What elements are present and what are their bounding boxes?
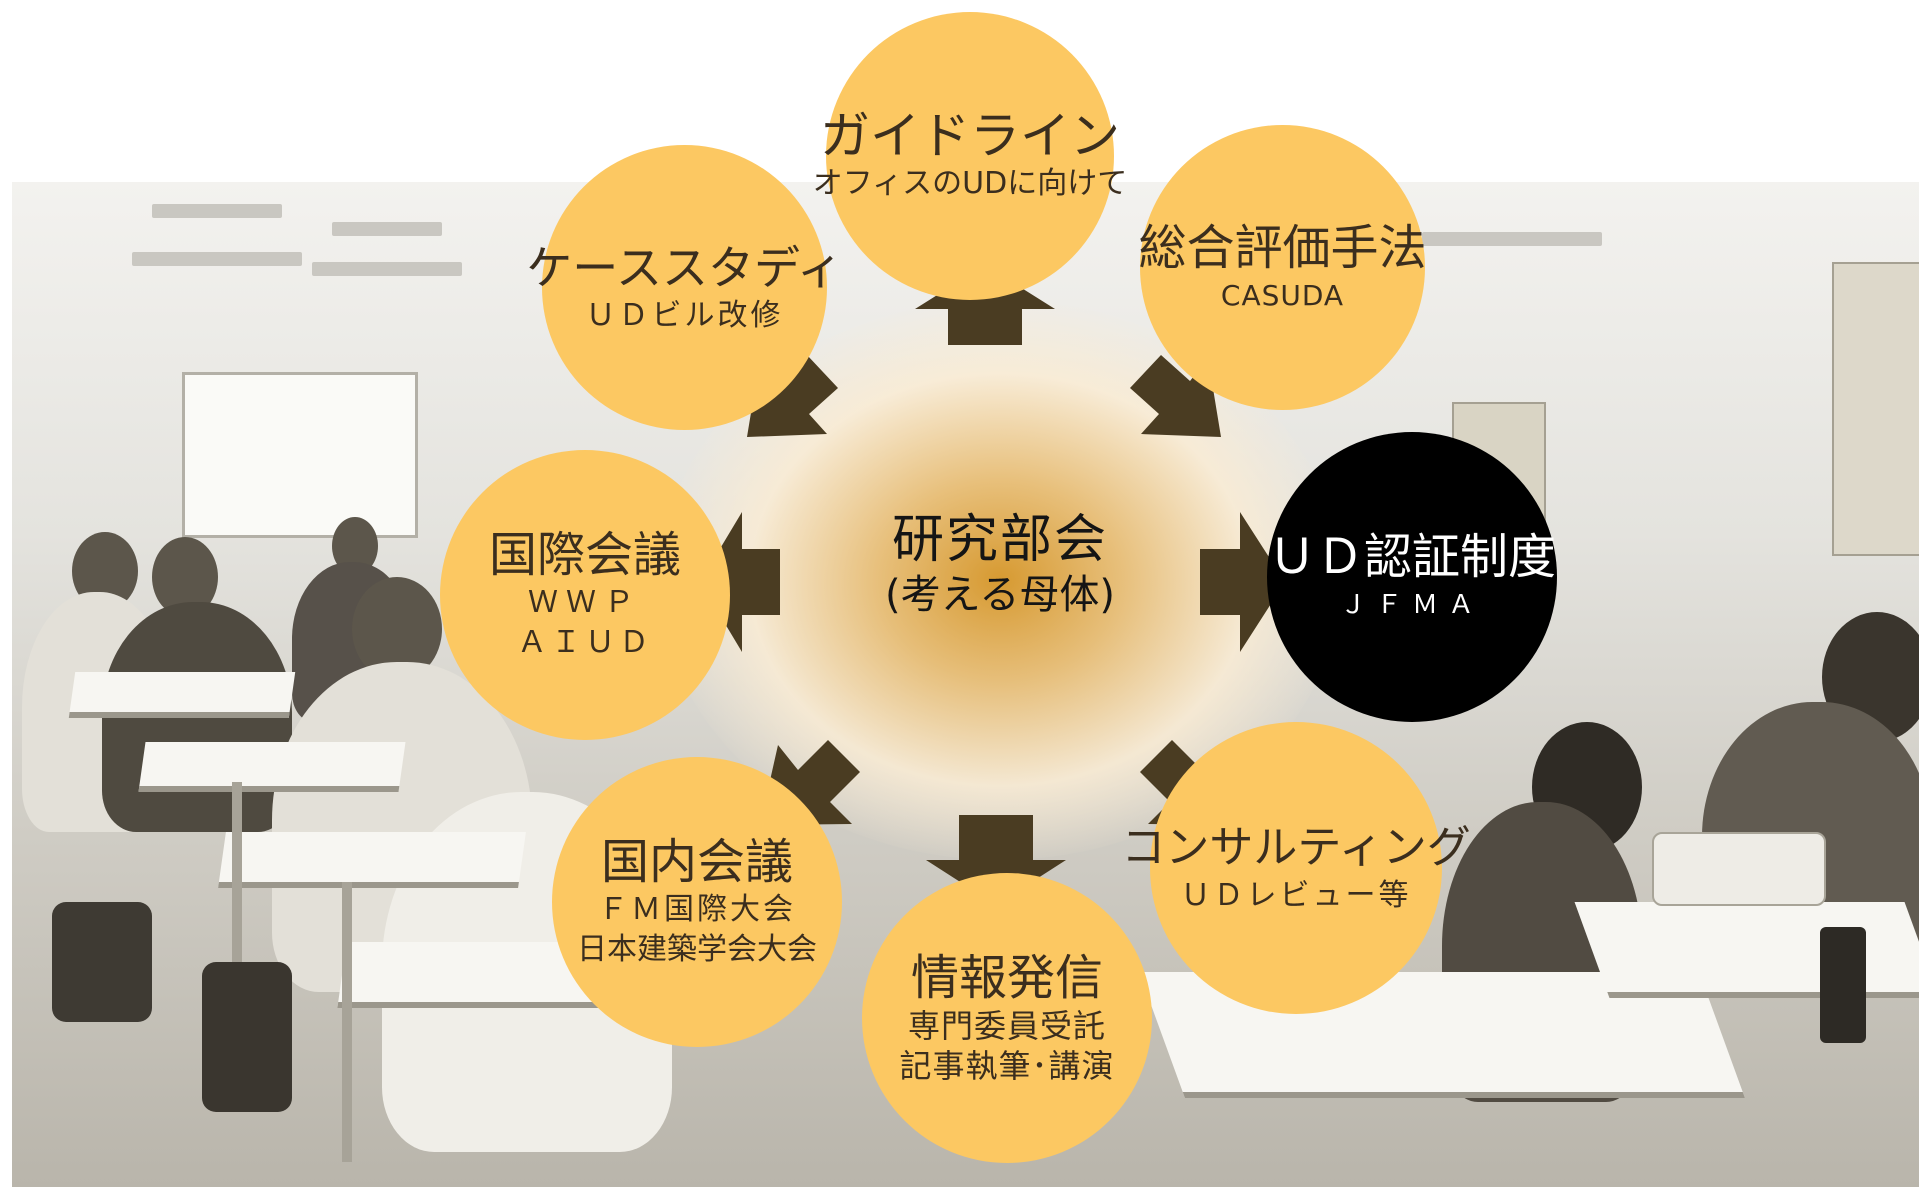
node-info-line-2: 記事執筆･講演	[899, 1047, 1115, 1085]
node-certification-title: ＵＤ認証制度	[1267, 529, 1556, 585]
node-consulting-line-1: ＵＤレビュー等	[1180, 878, 1412, 913]
node-casestudy-line-1: ＵＤビル改修	[585, 297, 784, 333]
center-label: 研究部会 (考える母体)	[800, 510, 1200, 620]
node-info: 情報発信 専門委員受託 記事執筆･講演	[862, 873, 1152, 1163]
node-info-title: 情報発信	[910, 950, 1103, 1006]
node-consulting: コンサルティング ＵＤレビュー等	[1121, 722, 1471, 1014]
node-guideline-title: ガイドライン	[820, 107, 1120, 165]
node-casestudy-title: ケーススタディ	[526, 240, 843, 295]
node-info-line-1: 専門委員受託	[907, 1007, 1106, 1045]
node-domestic-title: 国内会議	[600, 834, 793, 890]
node-international-title: 国際会議	[488, 527, 681, 583]
node-international-line-1: ＷＷＰ	[528, 585, 642, 620]
node-evaluation-line-1: CASUDA	[1220, 278, 1345, 312]
arrow-right-icon	[1200, 512, 1285, 652]
arrow-left-icon	[700, 512, 780, 652]
node-domestic-line-2: 日本建築学会大会	[577, 932, 817, 967]
node-certification: ＵＤ認証制度 ＪＦＭＡ	[1267, 432, 1557, 722]
node-evaluation-title: 総合評価手法	[1138, 219, 1427, 276]
node-evaluation: 総合評価手法 CASUDA	[1138, 125, 1427, 410]
node-consulting-title: コンサルティング	[1121, 822, 1471, 873]
arrow-up-icon	[915, 265, 1055, 345]
node-guideline: ガイドライン オフィスのUDに向けて	[813, 12, 1127, 300]
center-subtitle: (考える母体)	[884, 572, 1115, 618]
center-title: 研究部会	[891, 510, 1108, 570]
node-domestic-line-1: ＦＭ国際大会	[598, 892, 796, 927]
node-international: 国際会議 ＷＷＰ ＡＩＵＤ	[440, 450, 730, 740]
node-certification-line-1: ＪＦＭＡ	[1339, 590, 1484, 620]
node-casestudy: ケーススタディ ＵＤビル改修	[526, 145, 843, 430]
node-international-line-2: ＡＩＵＤ	[517, 625, 653, 660]
node-domestic: 国内会議 ＦＭ国際大会 日本建築学会大会	[552, 757, 842, 1047]
node-guideline-line-1: オフィスのUDに向けて	[812, 166, 1128, 201]
